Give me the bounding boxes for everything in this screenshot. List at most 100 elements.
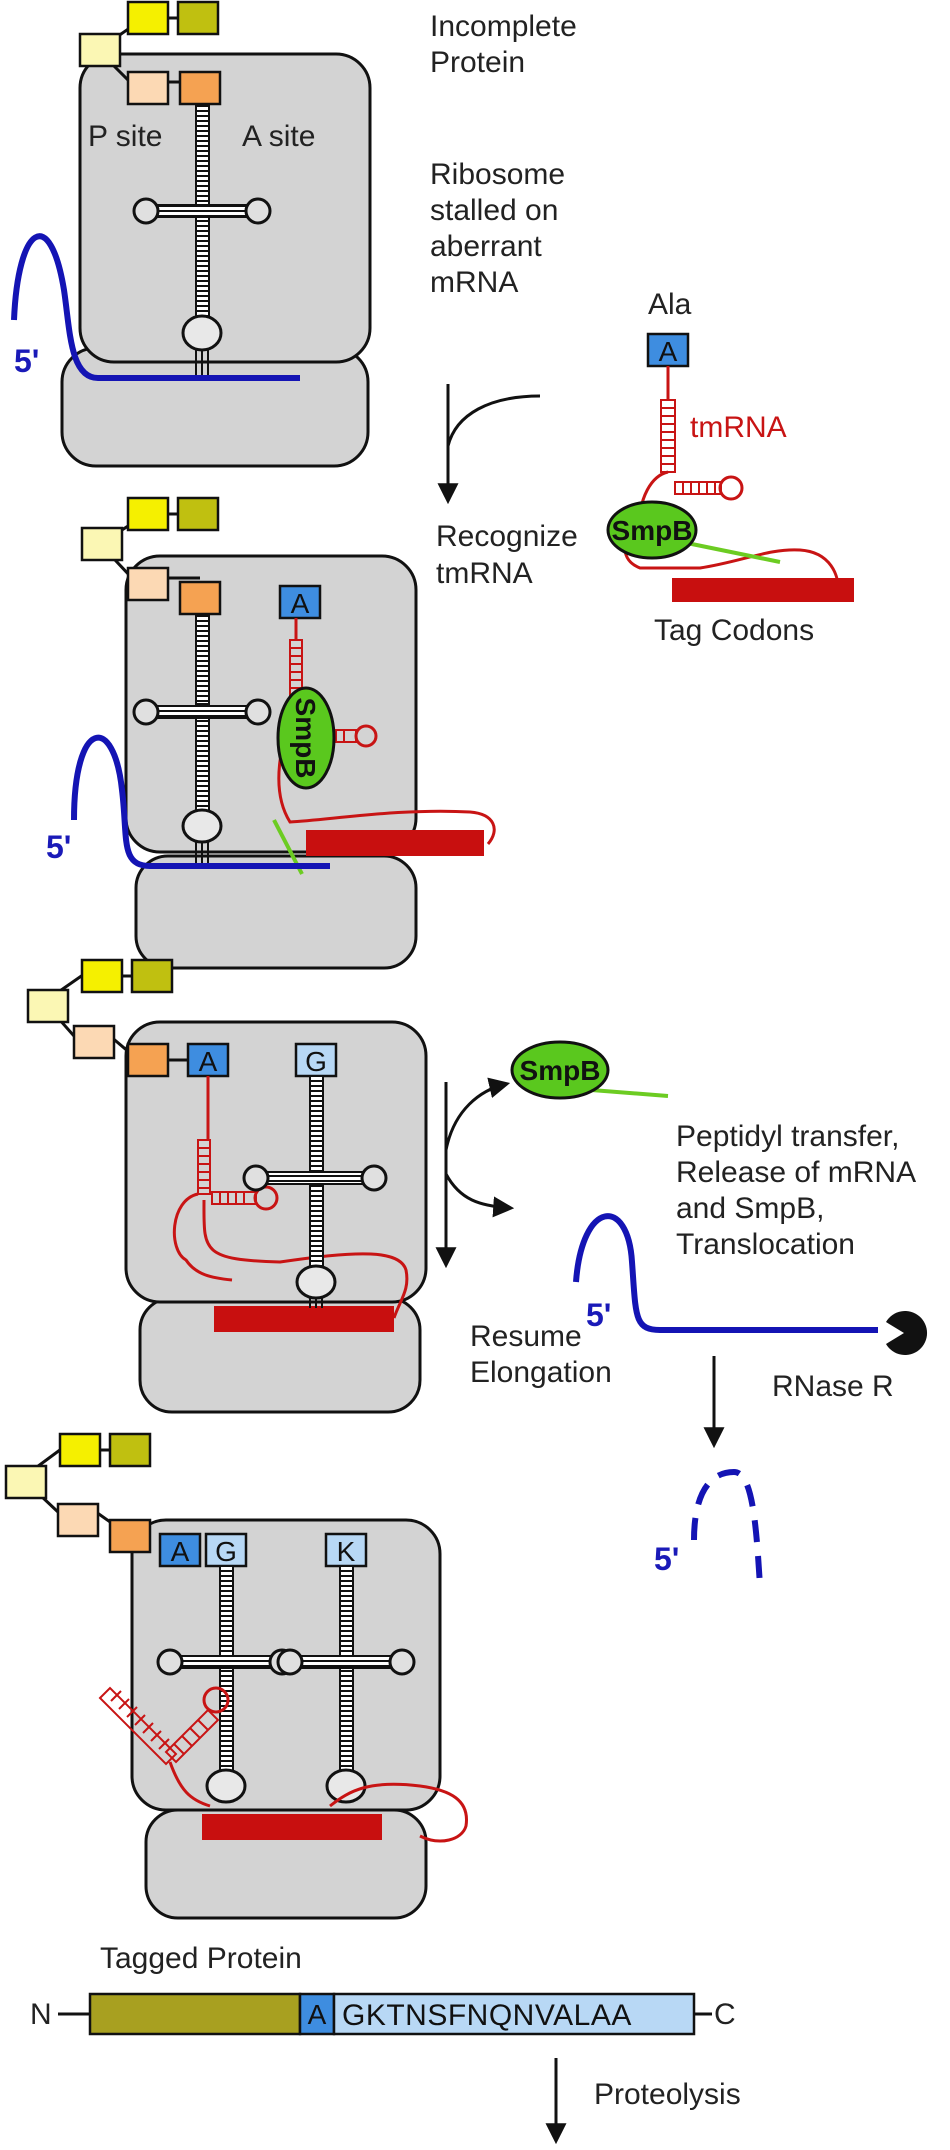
peptide-residue [126, 0, 170, 36]
tmrna-smpb-complex: Ala A SmpB tmRNA Tag Codons [606, 288, 854, 647]
stage-1-stalled-ribosome: P site A site 5' Incomplete Protein Ribo… [11, 0, 577, 468]
peptidyl-transfer-label: Release of mRNA [676, 1156, 916, 1189]
smpb-protein [510, 1040, 610, 1100]
stage-3-peptidyl-transfer: A G [26, 958, 428, 1414]
alanine-box [278, 584, 322, 620]
smpb-label: SmpB [612, 515, 693, 546]
proteolysis-label: Proteolysis [594, 2078, 741, 2111]
aminoacyl-trna [242, 1075, 388, 1308]
five-prime-label: 5' [46, 829, 71, 865]
peptide-residue [26, 988, 70, 1024]
resume-elongation-label: Resume [470, 1320, 582, 1353]
glycine-letter: G [215, 1536, 237, 1567]
a-site-label: A site [242, 120, 315, 153]
five-prime-label: 5' [14, 343, 39, 379]
ribosome-small-subunit [60, 346, 370, 468]
incomplete-protein-label: Incomplete [430, 10, 577, 43]
rnase-r-label: RNase R [772, 1370, 894, 1403]
five-prime-label: 5' [654, 1541, 679, 1577]
tagged-protein-label: Tagged Protein [100, 1942, 302, 1975]
alanine-letter: A [171, 1536, 190, 1567]
stalled-ribosome-label: stalled on [430, 194, 558, 227]
n-terminus-label: N [30, 1998, 52, 2031]
lysine-letter: K [337, 1536, 356, 1567]
peptidyl-transfer-label: Translocation [676, 1228, 855, 1261]
nascent-peptide-chain [80, 496, 222, 616]
peptide-residue [176, 0, 220, 36]
resume-elongation-label: Elongation [470, 1356, 612, 1389]
tmrna-loop [718, 475, 744, 501]
p-site-label: P site [88, 120, 163, 153]
alanine-letter: A [308, 1999, 327, 2030]
glycine-letter: G [305, 1046, 327, 1077]
alanine-box [158, 1532, 202, 1568]
tagged-protein: Tagged Protein N A GKTNSFNQNVALAA C Prot… [30, 1942, 741, 2145]
smpb-tail [681, 540, 781, 564]
recognize-label: Recognize [436, 520, 578, 553]
incomplete-protein-label: Protein [430, 46, 525, 79]
stage-2-tmrna-entry: A SmpB 5' [46, 496, 496, 970]
tmrna-acceptor-stem [197, 1139, 211, 1195]
stage-4-elongation: A G K [4, 1432, 468, 1920]
ala-label: Ala [648, 288, 692, 321]
peptidyl-trna [132, 103, 272, 377]
peptide-residue [178, 70, 222, 106]
peptidyl-trna [132, 613, 272, 864]
stalled-ribosome-label: Ribosome [430, 158, 565, 191]
peptide-residue [78, 32, 122, 68]
rnase-r-pacman [886, 1311, 928, 1356]
tag-codons-bar [672, 578, 854, 602]
alanine-box [298, 1992, 336, 2036]
glycine-box [204, 1532, 248, 1568]
peptide-residue [126, 496, 170, 532]
peptide-residue [176, 496, 220, 532]
peptide-residue [72, 1024, 116, 1060]
nascent-peptide-chain: A G [4, 1432, 248, 1568]
ribosome-large-subunit [124, 554, 418, 854]
tag-codons-bar [202, 1814, 382, 1840]
peptide-residue [126, 1042, 170, 1078]
release-arrows: Resume Elongation [435, 1077, 612, 1389]
ssra-tag-sequence: GKTNSFNQNVALAA [342, 1999, 632, 2032]
recognize-label: tmRNA [436, 557, 533, 590]
peptide-residue [4, 1464, 48, 1500]
nascent-peptide-chain: A [26, 958, 230, 1078]
peptide-residue [126, 566, 170, 602]
protein-body [88, 1992, 302, 2036]
aberrant-mrna [573, 1213, 878, 1333]
recognize-arrow: Recognize tmRNA [436, 384, 578, 590]
peptide-residue [130, 958, 174, 994]
peptide-residue [108, 1432, 152, 1468]
tmrna-loop [202, 1686, 230, 1714]
stalled-ribosome-label: mRNA [430, 266, 518, 299]
tmrna-body [172, 1192, 409, 1319]
alanine-box [646, 332, 690, 368]
tag-codons-bar [306, 830, 484, 856]
released-smpb: SmpB [510, 1040, 669, 1100]
ssra-tag [332, 1992, 696, 2036]
peptidyl-transfer-label: Peptidyl transfer, [676, 1120, 899, 1153]
alanine-letter: A [199, 1046, 218, 1077]
smpb-protein [606, 500, 698, 560]
peptide-residue [80, 958, 124, 994]
alanine-letter: A [659, 336, 678, 367]
nascent-peptide-chain [78, 0, 222, 106]
peptide-residue [178, 580, 222, 616]
peptidyl-transfer-text: Peptidyl transfer, Release of mRNA and S… [676, 1120, 916, 1261]
tmrna-loop [354, 724, 378, 748]
aberrant-mrna [11, 233, 300, 381]
peptide-residue [58, 1432, 102, 1468]
released-mrna: 5' RNase R 5' [573, 1213, 928, 1587]
smpb-label: SmpB [290, 698, 321, 779]
ribosome-small-subunit [134, 854, 418, 970]
tmrna-label: tmRNA [690, 411, 787, 444]
tmrna-body [168, 1761, 468, 1843]
smpb-protein [276, 686, 336, 790]
stalled-ribosome-label: aberrant [430, 230, 542, 263]
aberrant-mrna [71, 734, 330, 869]
peptide-residue [126, 70, 170, 106]
peptide-residue [56, 1502, 100, 1538]
c-terminus-label: C [714, 1998, 736, 2031]
peptidyl-transfer-label: and SmpB, [676, 1192, 824, 1225]
